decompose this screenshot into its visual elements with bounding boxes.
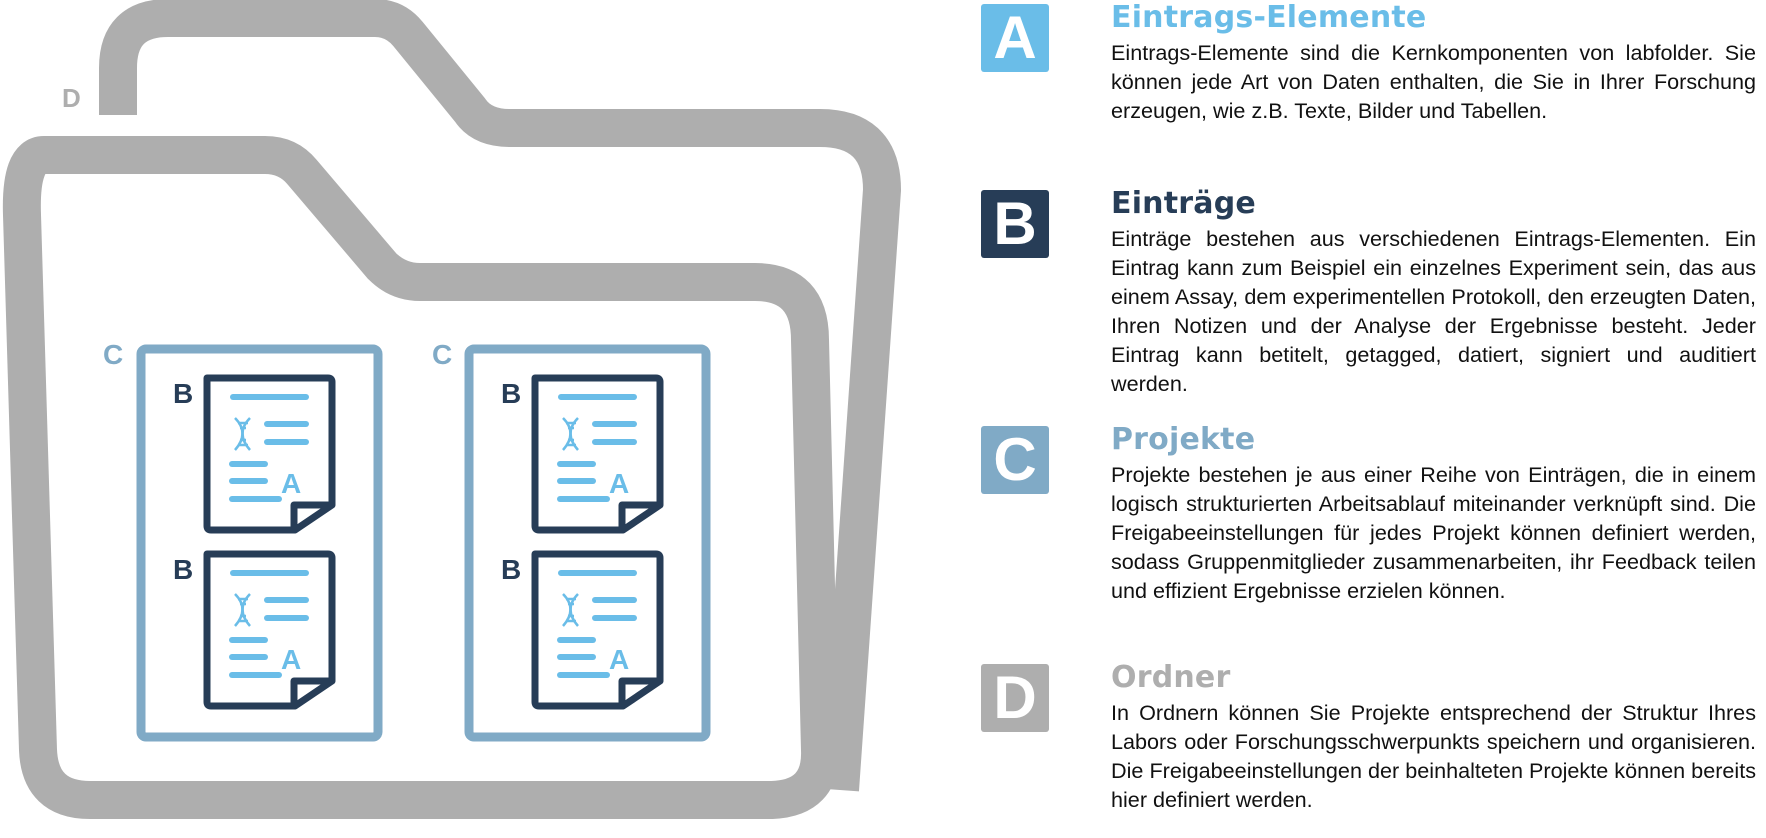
entry-content-lines xyxy=(557,394,637,502)
legend-description: In Ordnern können Sie Projekte entsprech… xyxy=(1111,700,1756,812)
entry-label: B xyxy=(173,378,193,409)
dna-icon xyxy=(562,417,579,451)
element-label: A xyxy=(609,468,629,499)
page-fold xyxy=(618,501,659,529)
entry-label: B xyxy=(501,554,521,585)
entry-4: B A xyxy=(501,550,664,710)
page-fold xyxy=(290,677,331,705)
page-fold xyxy=(290,501,331,529)
folder-label: D xyxy=(62,83,81,113)
entry-label: B xyxy=(501,378,521,409)
element-label: A xyxy=(609,644,629,675)
badge-c: C xyxy=(981,426,1049,494)
badge-letter: D xyxy=(993,664,1037,731)
entry-content-lines xyxy=(229,394,309,502)
project-1: C B A B xyxy=(103,339,383,742)
entry-1: B A xyxy=(173,374,336,534)
badge-letter: C xyxy=(993,426,1037,493)
entry-label: B xyxy=(173,554,193,585)
legend-description: Projekte bestehen je aus einer Reihe von… xyxy=(1111,462,1756,603)
entry-page xyxy=(203,550,336,710)
folder-front-shape xyxy=(2,136,840,819)
legend-description: Einträge bestehen aus verschiedenen Eint… xyxy=(1111,226,1756,396)
entry-2: B A xyxy=(173,550,336,710)
legend-title: Einträge xyxy=(1111,186,1256,221)
folder-back-shape xyxy=(99,0,901,792)
project-2: C B A B xyxy=(432,339,711,742)
entry-3: B A xyxy=(501,374,664,534)
legend-title: Projekte xyxy=(1111,422,1256,457)
badge-letter: A xyxy=(993,4,1037,71)
project-label: C xyxy=(432,339,452,370)
badge-d: D xyxy=(981,664,1049,732)
dna-icon xyxy=(234,593,251,627)
badge-a: A xyxy=(981,4,1049,72)
entry-content-lines xyxy=(229,570,309,678)
element-label: A xyxy=(281,644,301,675)
badge-letter: B xyxy=(993,190,1037,257)
entry-content-lines xyxy=(557,570,637,678)
legend-title: Ordner xyxy=(1111,660,1231,695)
entry-page xyxy=(531,374,664,534)
page-fold xyxy=(618,677,659,705)
badge-b: B xyxy=(981,190,1049,258)
element-label: A xyxy=(281,468,301,499)
dna-icon xyxy=(234,417,251,451)
legend-title: Eintrags-Elemente xyxy=(1111,0,1427,35)
legend-description: Eintrags-Elemente sind die Kernkomponent… xyxy=(1111,40,1756,123)
dna-icon xyxy=(562,593,579,627)
entry-page xyxy=(203,374,336,534)
entry-page xyxy=(531,550,664,710)
folder-diagram: D C B A B xyxy=(2,0,901,819)
project-label: C xyxy=(103,339,123,370)
